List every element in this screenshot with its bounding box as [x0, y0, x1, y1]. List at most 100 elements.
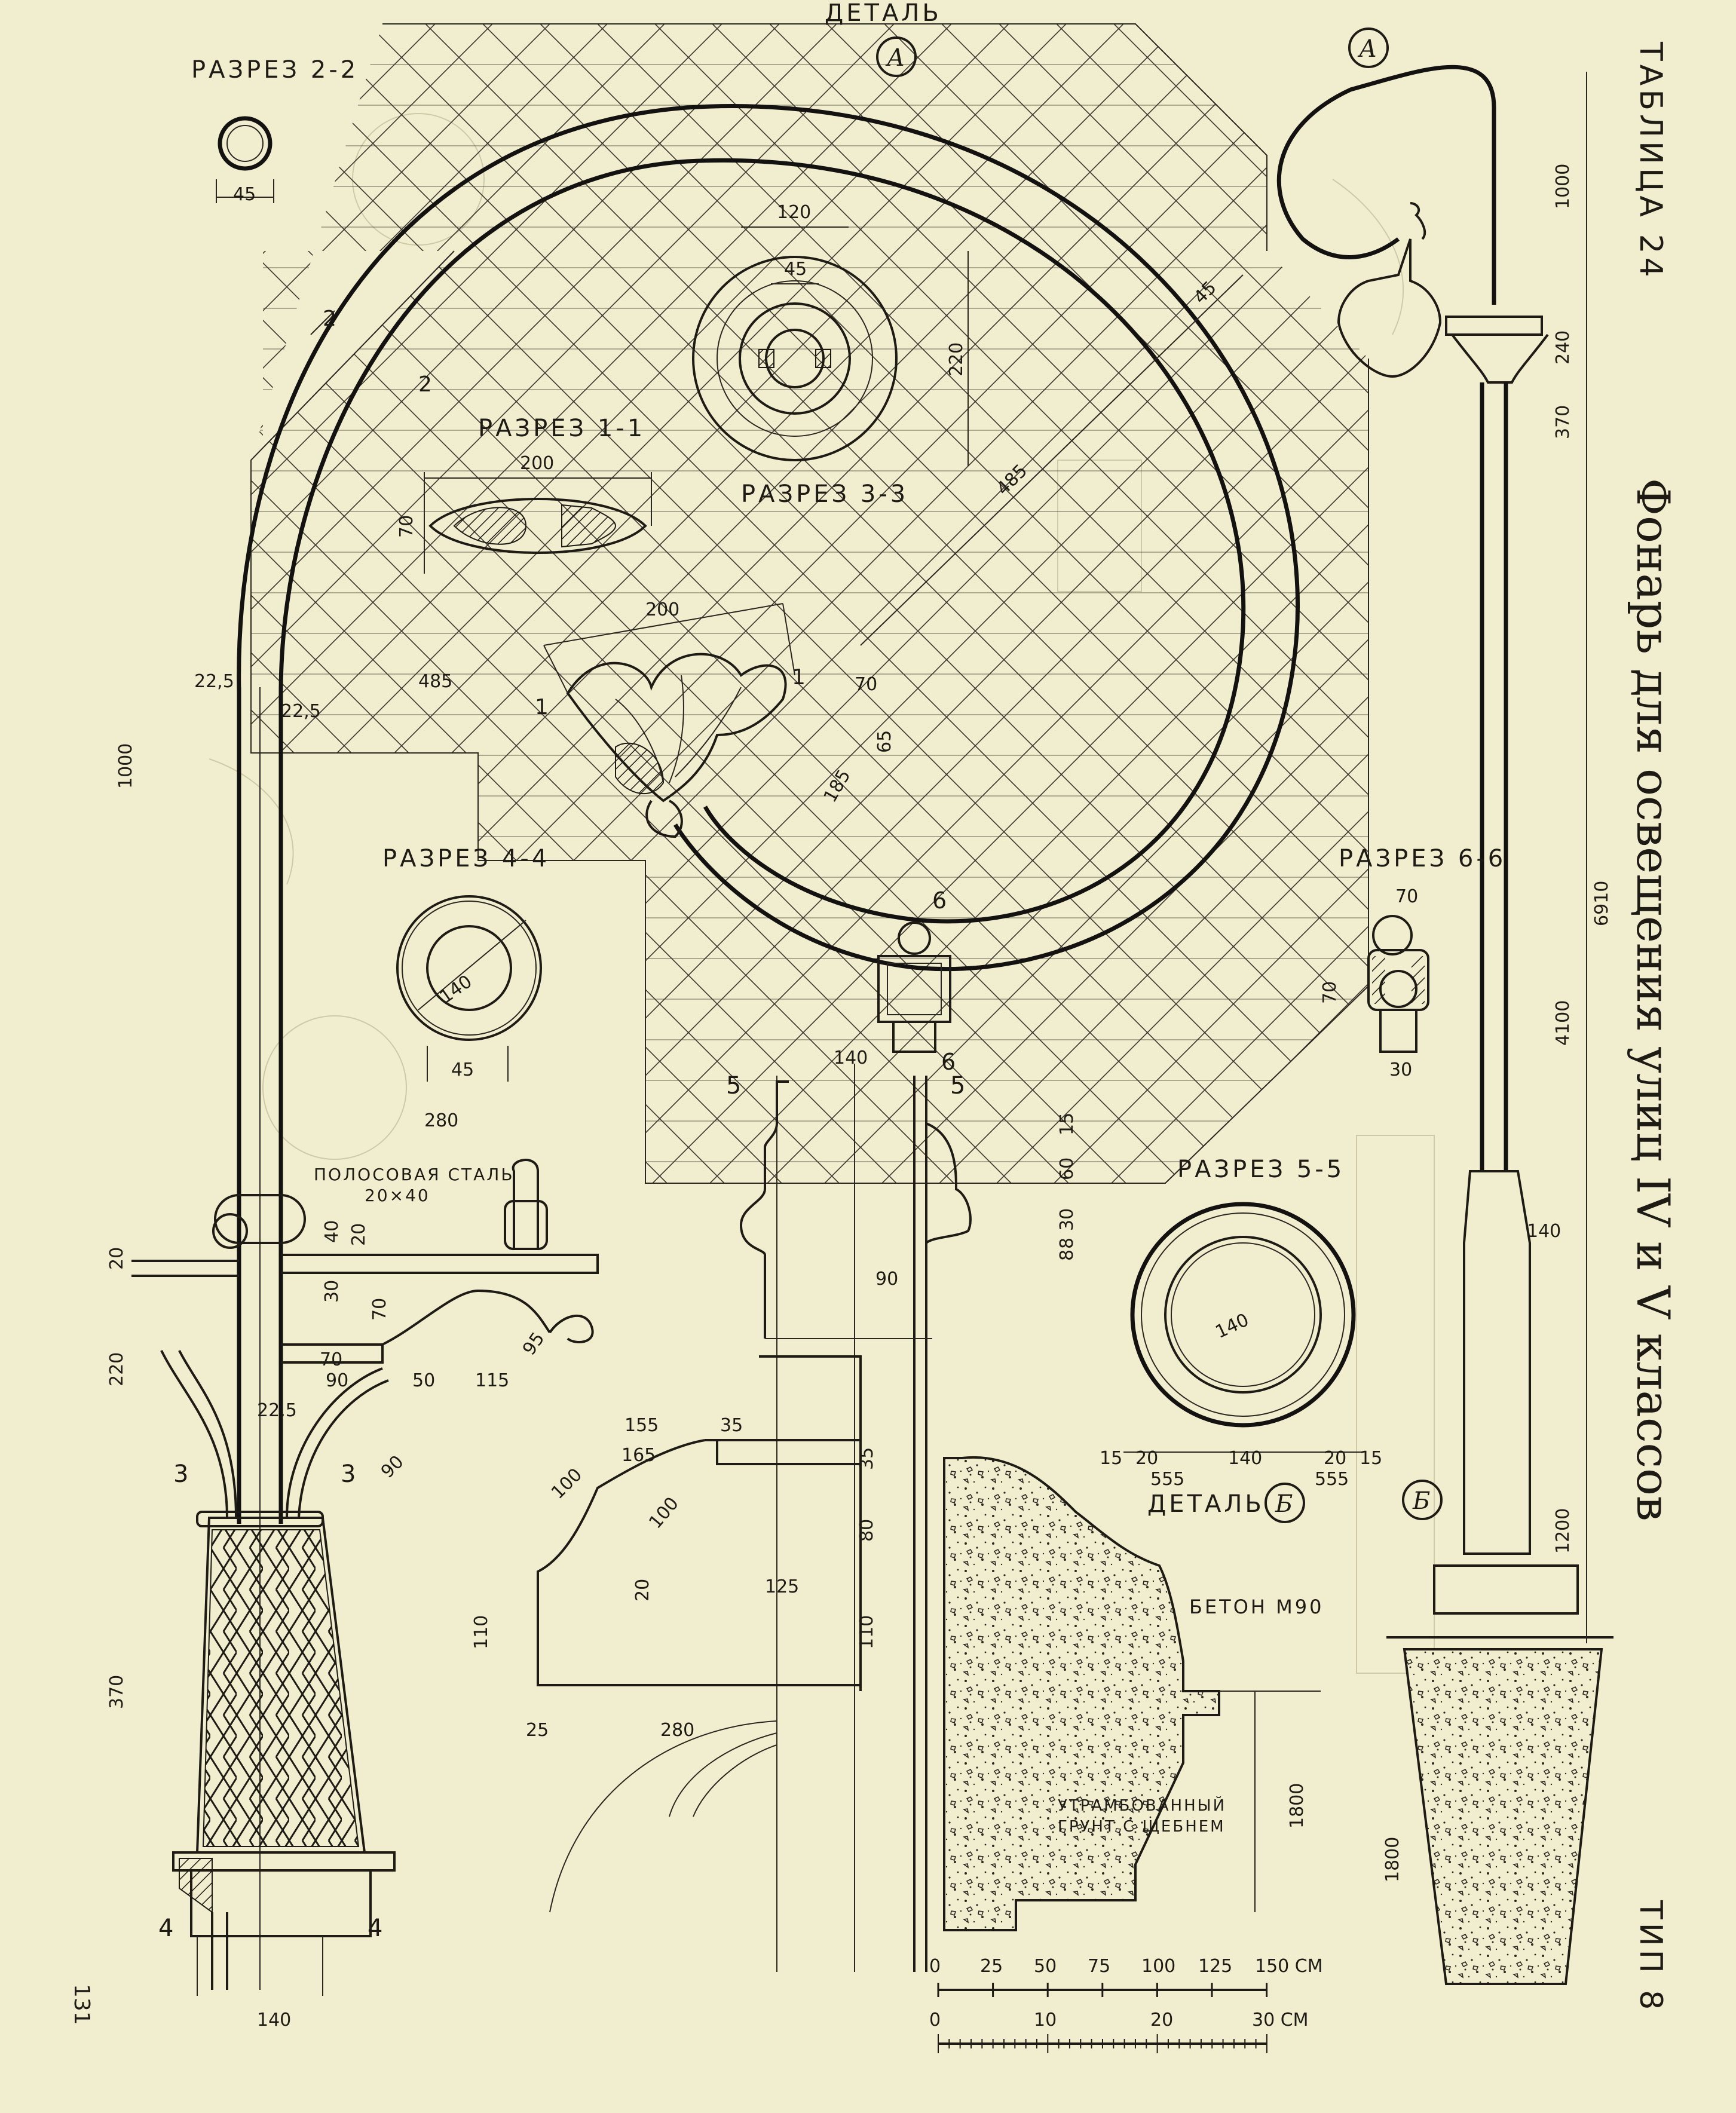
dimension: 100 — [547, 1464, 586, 1503]
dimension: 15 — [1360, 1448, 1382, 1469]
strip-steel-note: ПОЛОСОВАЯ СТАЛЬ — [314, 1165, 515, 1184]
lamp-post-elevation — [131, 687, 599, 1996]
dimension: 185 — [820, 766, 855, 806]
type-label: ТИП 8 — [1633, 1900, 1668, 2013]
cut-mark-4b: 4 — [368, 1915, 382, 1942]
construction-grid — [250, 23, 1369, 1184]
dimension: 115 — [475, 1370, 509, 1391]
scale-tick-label: 10 — [1034, 2010, 1057, 2031]
dimension: 20 — [1324, 1448, 1346, 1469]
dimension: 70 — [1395, 886, 1418, 907]
cut-mark-6a: 6 — [932, 887, 947, 914]
section-4-4-drawing — [396, 895, 542, 1082]
table-label: ТАБЛИЦА 24 — [1633, 41, 1668, 281]
dimension: 200 — [520, 453, 554, 474]
cut-mark-5b: 5 — [950, 1072, 965, 1100]
section-4-4-label: РАЗРЕЗ 4-4 — [382, 845, 550, 872]
dimension: 220 — [946, 342, 967, 376]
dimension: 155 — [624, 1415, 659, 1436]
dimension: 50 — [412, 1370, 435, 1391]
dimension: 90 — [875, 1269, 898, 1290]
cut-mark-3a: 3 — [173, 1460, 188, 1488]
dimension: 70 — [369, 1298, 390, 1321]
section-2-2-drawing — [216, 116, 274, 203]
dimension: 220 — [106, 1352, 127, 1386]
dimension: 45 — [784, 259, 807, 280]
dimension: 95 — [519, 1328, 549, 1359]
soil-note-2: ГРУНТ С ЩЕБНЕМ — [1058, 1818, 1226, 1836]
scale-tick-label: 0 — [929, 2010, 941, 2031]
dimension: 20 — [106, 1247, 127, 1270]
dimension: 8 — [1057, 1238, 1077, 1249]
cap-detail-drawing — [537, 1064, 1321, 1972]
dimension: 1000 — [115, 743, 136, 789]
dimension: 1800 — [1382, 1837, 1403, 1882]
dimension: 30 — [322, 1280, 342, 1303]
scale-tick-label: 30 СМ — [1252, 2010, 1309, 2031]
dimension: 45 — [451, 1059, 474, 1080]
cut-mark-1a: 1 — [535, 695, 549, 719]
dimension: 165 — [621, 1445, 656, 1466]
dimension: 1200 — [1553, 1508, 1573, 1554]
dimension: 20 — [348, 1223, 369, 1246]
scale-tick-label: 0 — [929, 1956, 941, 1977]
cut-mark-6b: 6 — [941, 1049, 956, 1075]
dimension: 22,5 — [194, 671, 234, 692]
dimension: 555 — [1150, 1469, 1184, 1490]
dimension: 280 — [660, 1720, 694, 1741]
scale-tick-label: 20 — [1150, 2010, 1173, 2031]
dimension: 30 — [1057, 1208, 1077, 1231]
section-2-2-label: РАЗРЕЗ 2-2 — [191, 56, 359, 84]
flower-ornament — [543, 603, 795, 838]
detail-b-mark: Б — [1275, 1490, 1293, 1518]
dimension: 555 — [1315, 1469, 1349, 1490]
section-6-6-drawing — [1367, 915, 1429, 1053]
section-5-5-drawing — [1123, 1202, 1363, 1453]
scale-tick-label: 125 — [1198, 1956, 1232, 1977]
cut-mark-3b: 3 — [341, 1460, 356, 1488]
dimension: 30 — [1389, 1059, 1412, 1080]
section-3-3-drawing — [692, 226, 969, 466]
scale-tick-label: 25 — [980, 1956, 1003, 1977]
dimension: 140 — [1527, 1221, 1561, 1242]
dimension: 100 — [645, 1493, 683, 1533]
dimension: 35 — [720, 1415, 743, 1436]
dimension: 20 — [1135, 1448, 1158, 1469]
dimension: 1000 — [1553, 164, 1573, 209]
dimension: 90 — [377, 1451, 408, 1483]
dimension: 140 — [1228, 1448, 1262, 1469]
dimension: 240 — [1553, 330, 1573, 365]
dimension: 280 — [424, 1110, 458, 1131]
arm-junction — [877, 921, 951, 1053]
dimension: 110 — [471, 1615, 492, 1649]
cut-mark-1b: 1 — [792, 665, 806, 690]
dimension: 4100 — [1553, 1000, 1573, 1046]
dimension: 140 — [436, 971, 476, 1008]
scale-bars — [937, 1983, 1268, 2053]
dimension: 6910 — [1591, 881, 1612, 926]
dimension: 60 — [1057, 1157, 1077, 1180]
page-number: 131 — [69, 1984, 94, 2025]
dimension: 370 — [106, 1675, 127, 1709]
section-5-5-label: РАЗРЕЗ 5-5 — [1177, 1156, 1345, 1183]
dimension: 20 — [632, 1579, 653, 1601]
paper-bleed-through — [209, 113, 1435, 1674]
strip-steel-size: 20×40 — [365, 1186, 430, 1205]
dimension: 45 — [1190, 277, 1221, 308]
scale-tick-label: 150 СМ — [1255, 1956, 1323, 1977]
dimension: 110 — [856, 1615, 877, 1649]
dimension: 15 — [1057, 1113, 1077, 1135]
dimension: 70 — [320, 1349, 342, 1370]
detail-a-right-mark: А — [1357, 35, 1377, 63]
detail-a-mark: А — [885, 44, 905, 72]
detail-b-label: ДЕТАЛЬ — [1147, 1490, 1265, 1518]
dimension: 25 — [526, 1720, 549, 1741]
cut-mark-5a: 5 — [726, 1072, 741, 1100]
dimension: 45 — [233, 184, 256, 205]
dimension: 90 — [326, 1370, 348, 1391]
section-1-1-label: РАЗРЕЗ 1-1 — [478, 415, 645, 442]
dimension: 140 — [1213, 1309, 1253, 1343]
dimension: 370 — [1553, 405, 1573, 439]
